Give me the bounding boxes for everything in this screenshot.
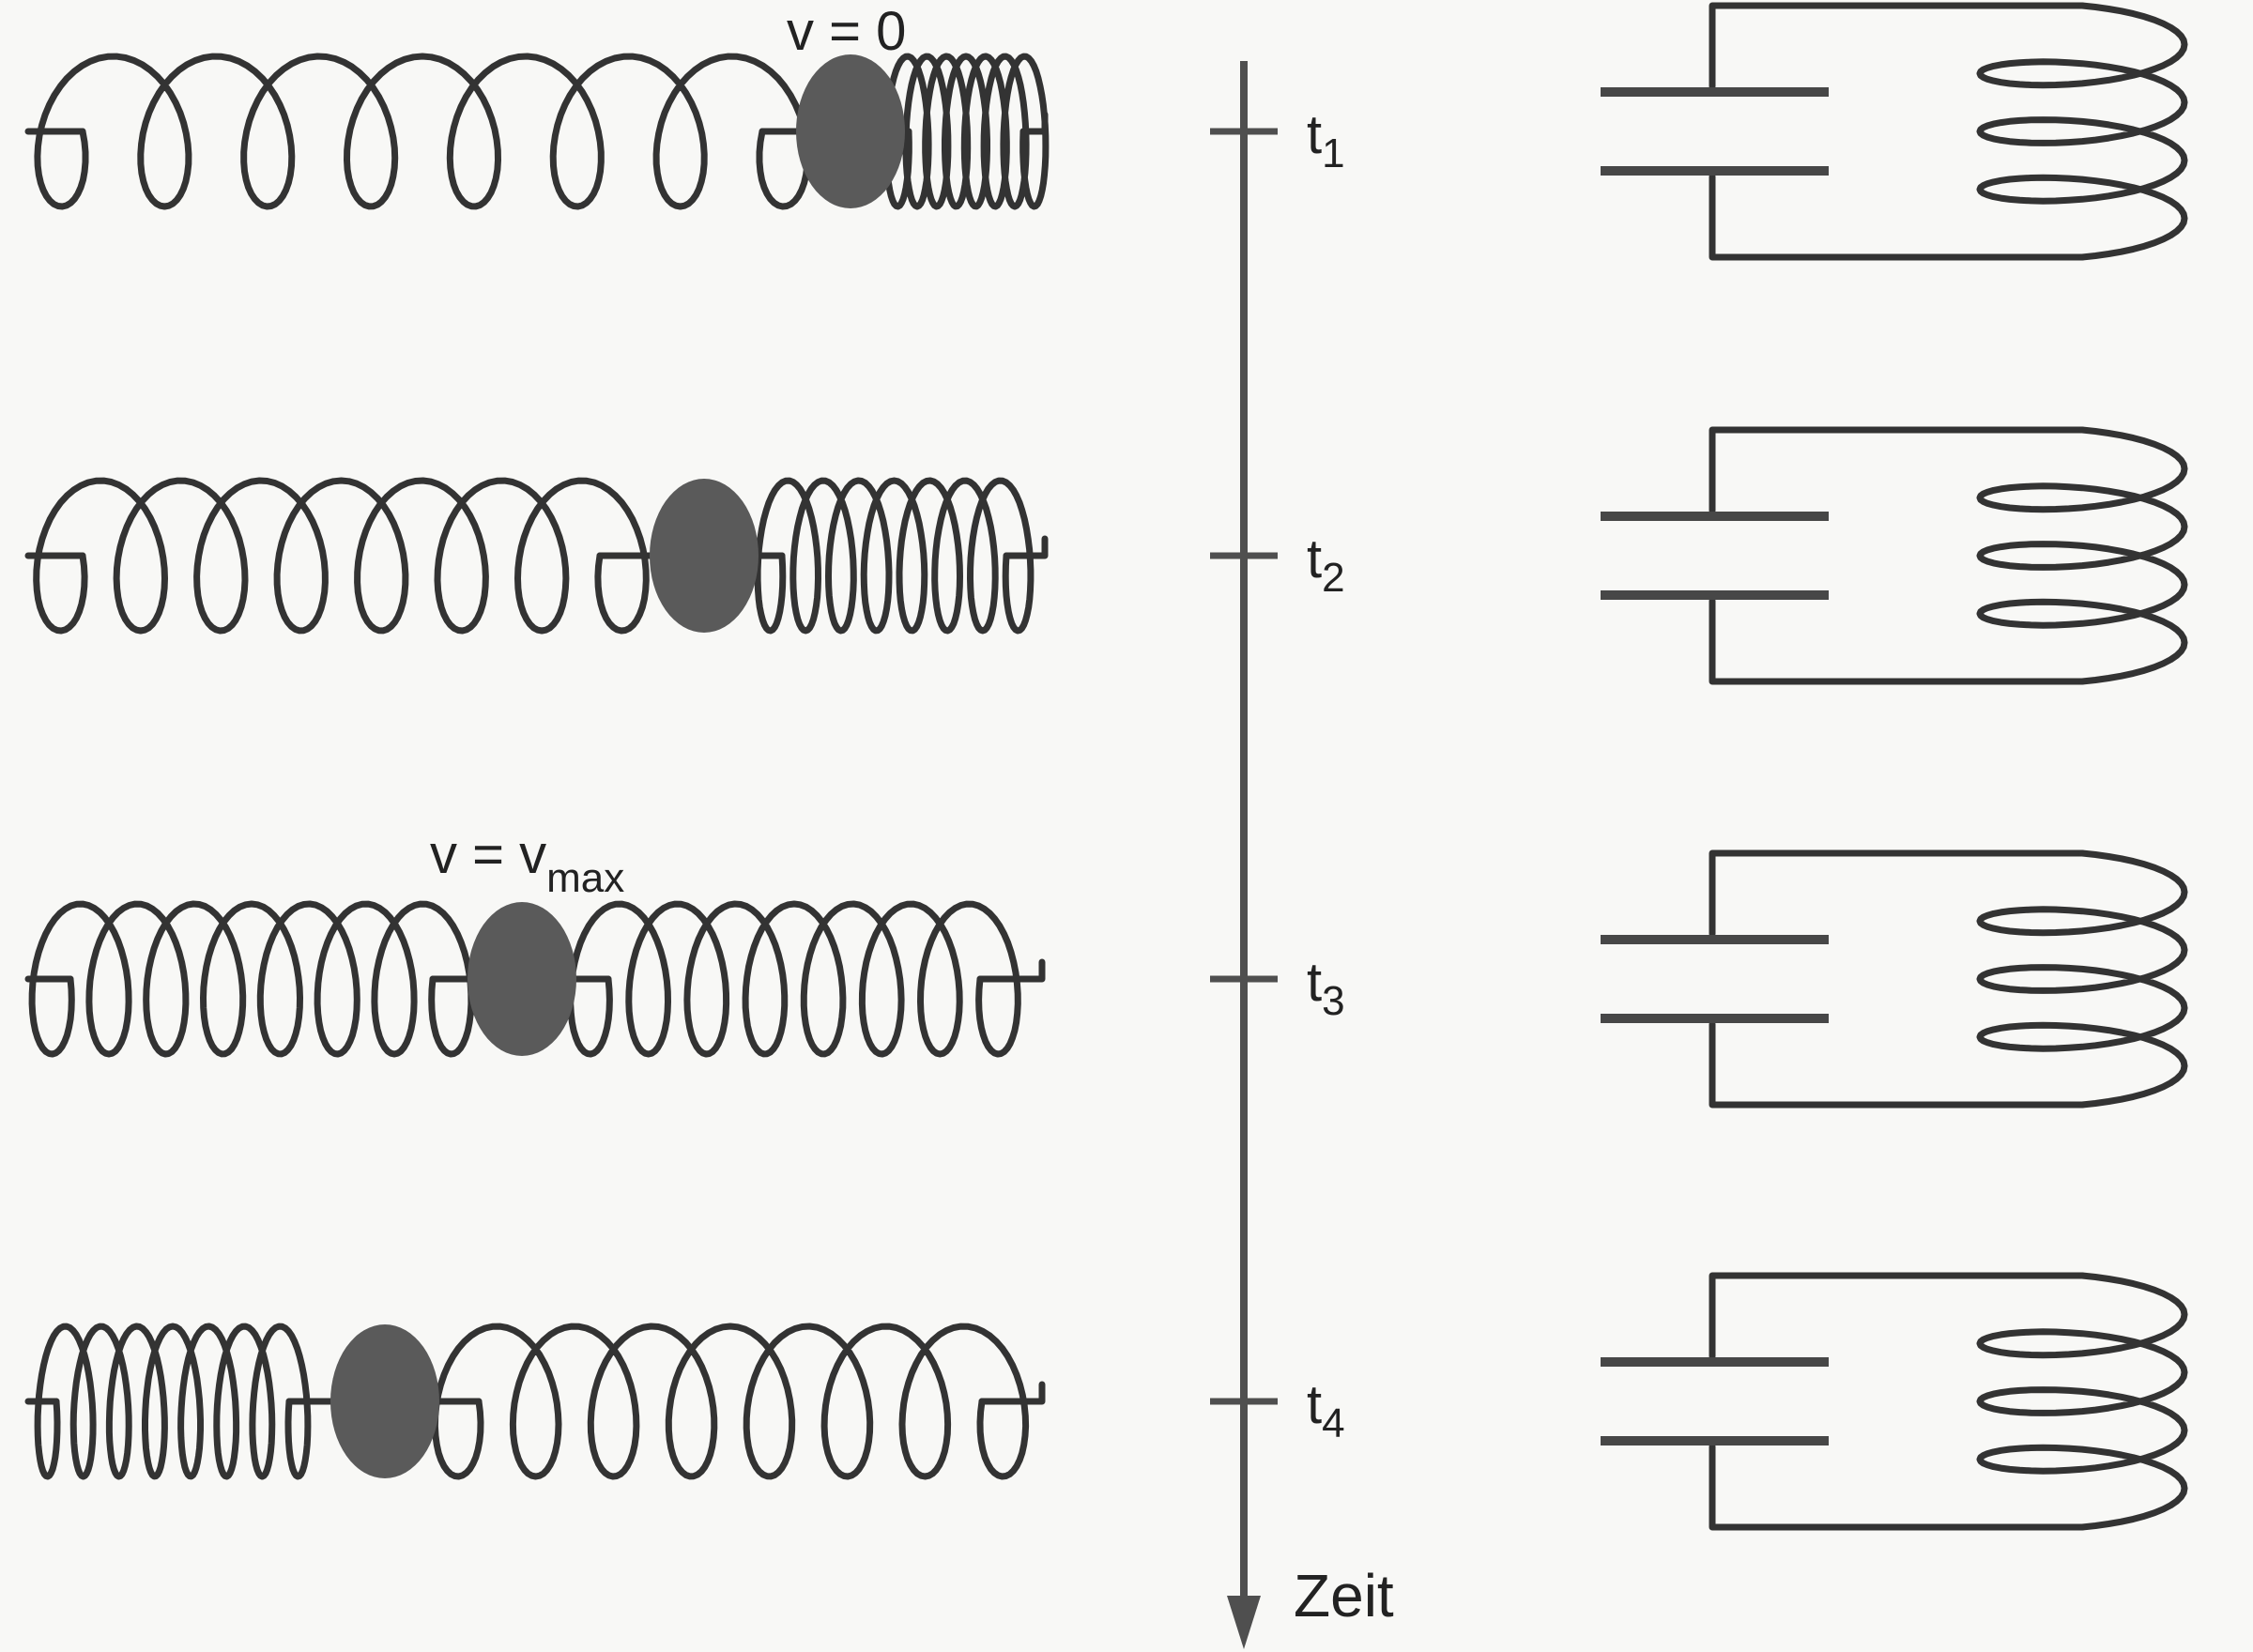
mass xyxy=(467,902,576,1056)
right-spring xyxy=(431,1323,1030,1480)
tick-label-t1: t1 xyxy=(1307,104,1345,176)
right-spring xyxy=(567,900,1021,1058)
right-spring xyxy=(882,53,1050,210)
circuit-wire xyxy=(1709,426,2086,685)
spring-mass-row-t4 xyxy=(24,1323,1046,1480)
time-axis-arrowhead xyxy=(1227,1596,1261,1649)
mass xyxy=(650,479,759,633)
mass xyxy=(330,1324,439,1478)
lc-circuit-t1 xyxy=(1601,2,2188,261)
circuit-wire xyxy=(1709,1272,2086,1531)
velocity-max-label: v = vmax xyxy=(430,824,624,901)
time-axis xyxy=(1210,61,1278,1649)
left-spring xyxy=(34,1323,312,1480)
annotations: v = 0 v = vmax t1 t2 t3 t4 Zeit xyxy=(430,1,1394,1629)
spring-mass-row-t1 xyxy=(24,53,1050,210)
spring-mass-row-t3 xyxy=(24,900,1046,1058)
lc-circuit-t4 xyxy=(1601,1272,2188,1531)
circuit-wire xyxy=(1709,2,2086,261)
inductor-coil xyxy=(1976,2,2188,261)
inductor-coil xyxy=(1976,849,2188,1109)
left-spring xyxy=(33,477,650,635)
tick-label-t4: t4 xyxy=(1307,1374,1345,1446)
circuit-wire xyxy=(1709,849,2086,1109)
velocity-zero-label: v = 0 xyxy=(787,1,906,62)
lc-circuit-t3 xyxy=(1601,849,2188,1109)
inductor-coil xyxy=(1976,1272,2188,1531)
left-spring xyxy=(34,53,811,210)
time-axis-title: Zeit xyxy=(1294,1562,1394,1629)
left-spring xyxy=(28,900,475,1058)
tick-label-t2: t2 xyxy=(1307,528,1345,601)
inductor-coil xyxy=(1976,426,2188,685)
lc-circuits xyxy=(1601,2,2188,1531)
tick-label-t3: t3 xyxy=(1307,952,1345,1024)
spring-mass-row-t2 xyxy=(24,477,1049,635)
spring-mass-rows xyxy=(24,53,1050,1480)
right-spring xyxy=(754,477,1035,635)
lc-circuit-t2 xyxy=(1601,426,2188,685)
mass xyxy=(796,54,905,208)
wire xyxy=(24,535,1049,559)
